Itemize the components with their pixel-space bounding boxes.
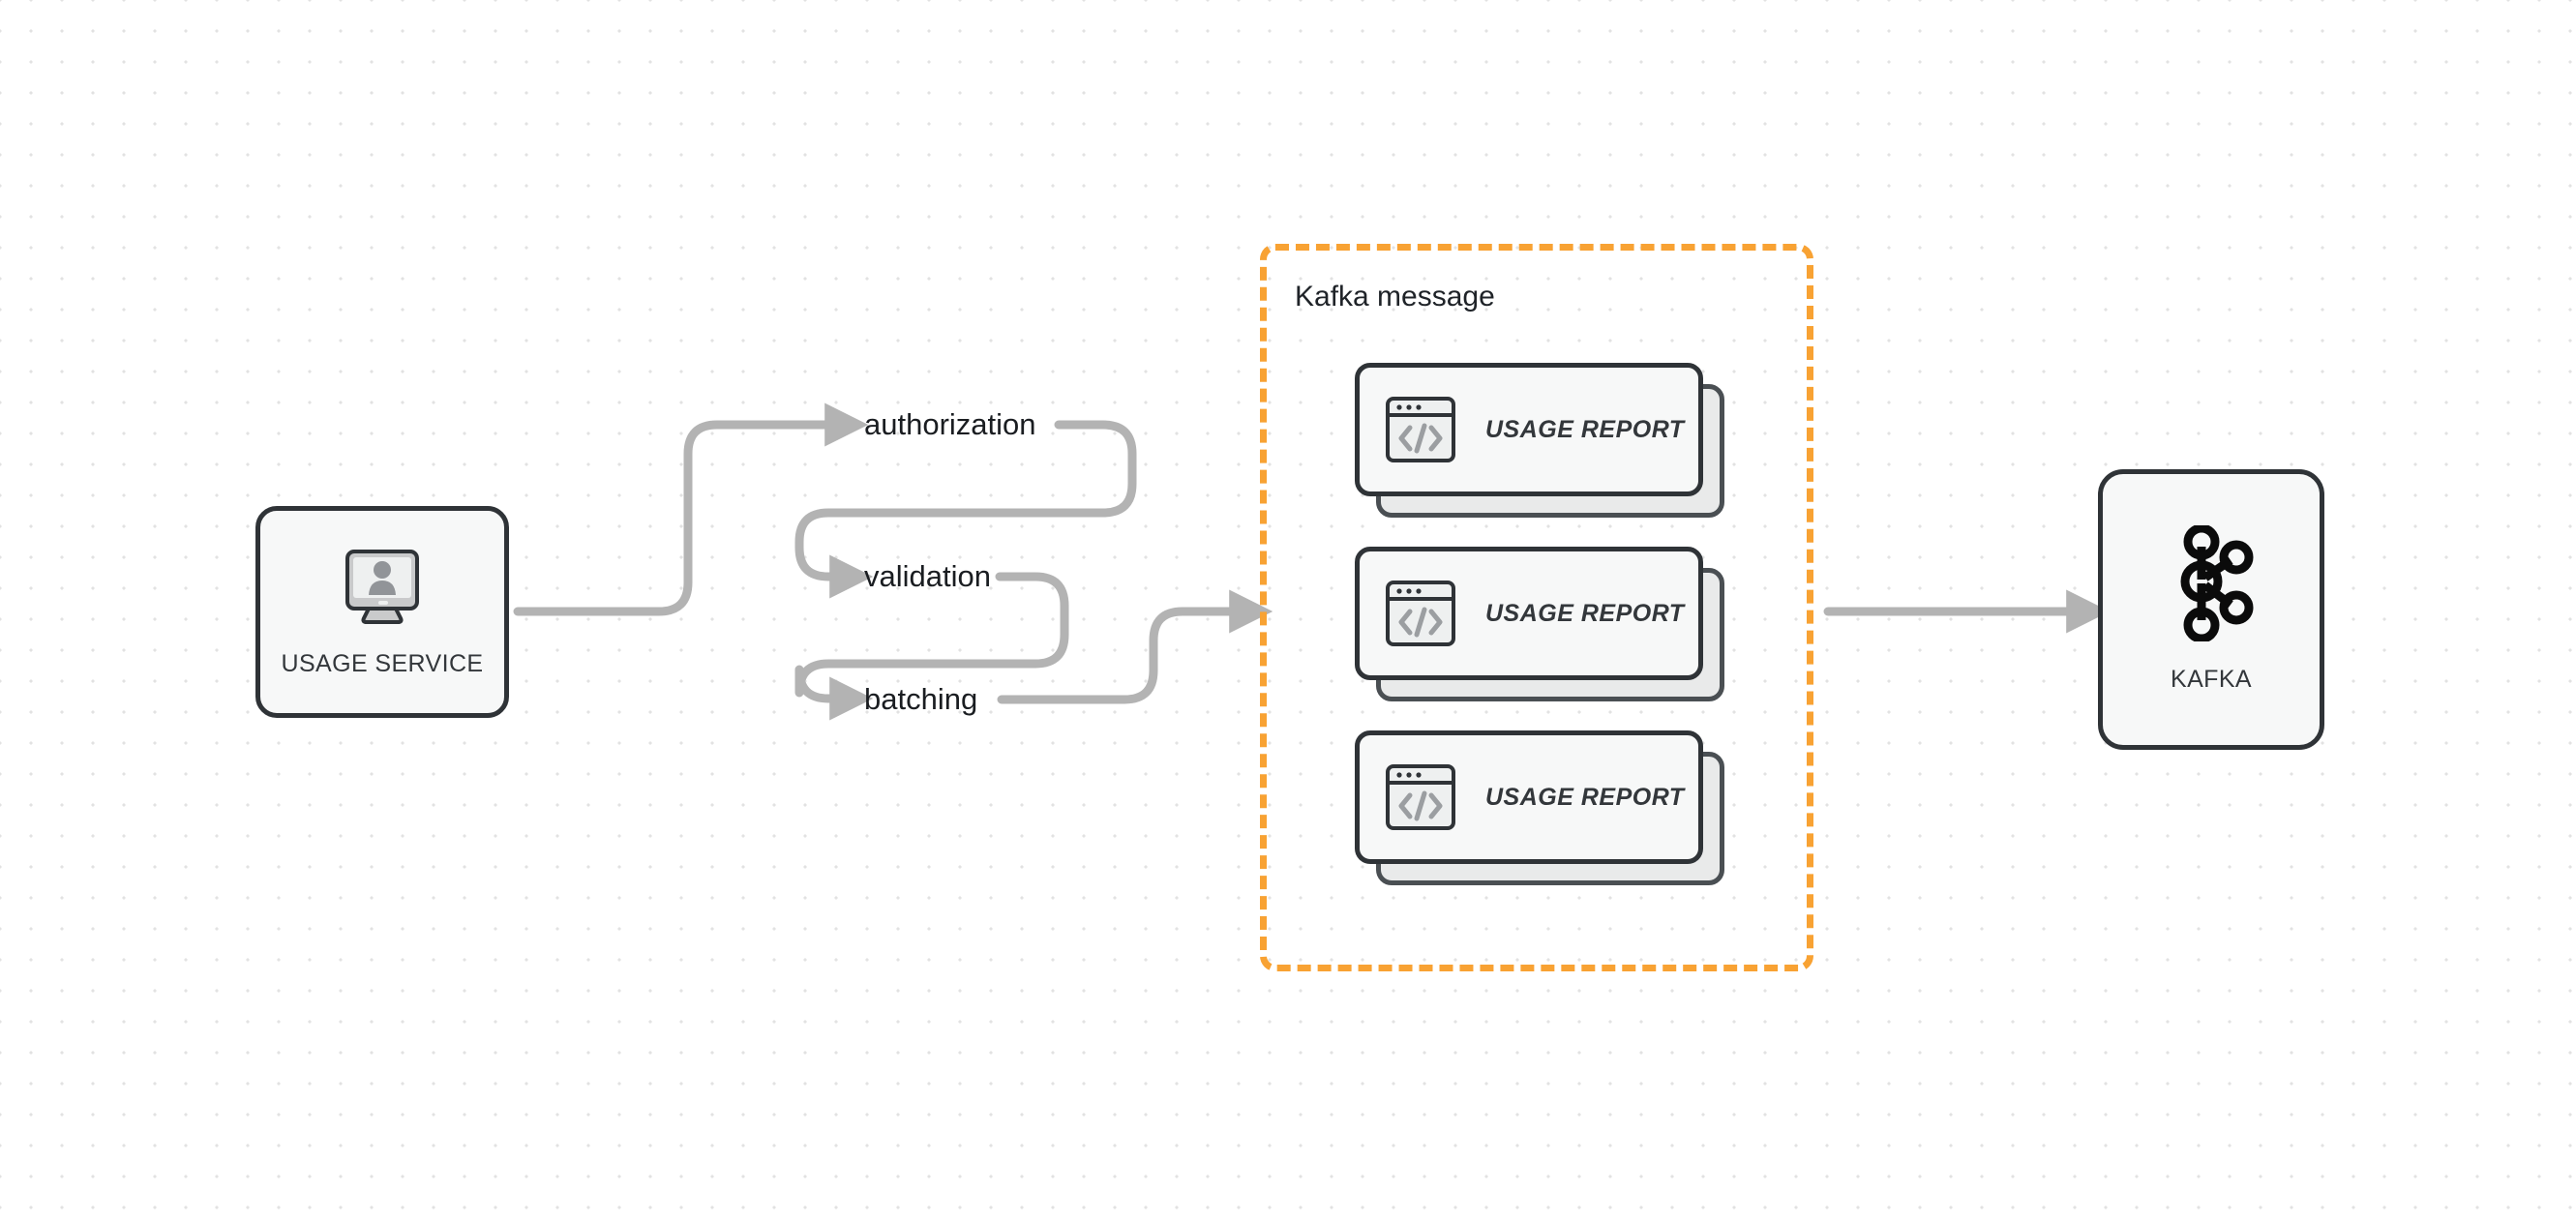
node-usage-service-label: USAGE SERVICE [281,649,484,677]
card-face[interactable]: USAGE REPORT [1355,730,1703,864]
usage-report-card[interactable]: USAGE REPORT [1355,363,1732,518]
usage-report-card-label: USAGE REPORT [1485,415,1685,443]
edge-authorization-to-validation [794,420,1137,599]
card-face[interactable]: USAGE REPORT [1355,547,1703,680]
usage-report-card[interactable]: USAGE REPORT [1355,730,1732,885]
edge-validation-to-batching [794,572,1069,721]
code-window-icon [1385,580,1456,647]
monitor-user-icon [341,547,424,631]
group-kafka-message [1260,244,1813,971]
usage-report-card[interactable]: USAGE REPORT [1355,547,1732,701]
code-window-icon [1385,763,1456,831]
usage-report-card-label: USAGE REPORT [1485,599,1685,627]
step-label-batching: batching [864,682,978,716]
step-label-authorization: authorization [864,407,1036,441]
step-label-validation: validation [864,559,991,593]
group-kafka-message-title: Kafka message [1295,281,1495,313]
node-usage-service[interactable]: USAGE SERVICE [255,506,509,718]
card-face[interactable]: USAGE REPORT [1355,363,1703,496]
edge-batching-to-kafka-message [997,589,1273,704]
edge-service-to-authorization [513,402,869,616]
node-kafka-label: KAFKA [2171,666,2252,693]
usage-report-card-label: USAGE REPORT [1485,783,1685,811]
kafka-logo-icon [2163,523,2260,646]
code-window-icon [1385,396,1456,463]
node-kafka[interactable]: KAFKA [2098,469,2324,750]
